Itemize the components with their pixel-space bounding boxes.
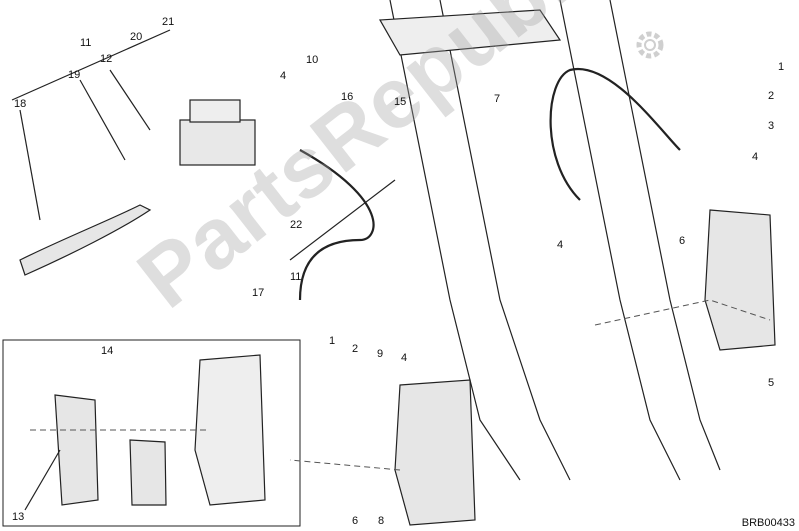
callout-5: 5 [768, 377, 775, 389]
callout-11b: 11 [290, 271, 302, 283]
callout-22: 22 [290, 219, 303, 231]
callout-6b: 6 [352, 515, 359, 527]
callout-1: 1 [778, 61, 785, 73]
gear-icon [636, 31, 664, 59]
callout-6: 6 [679, 235, 686, 247]
callout-11: 11 [80, 37, 92, 49]
callout-7: 7 [494, 93, 501, 105]
callout-16: 16 [341, 91, 354, 103]
callout-13: 13 [12, 511, 25, 523]
drawing-code: BRB00433 [741, 517, 795, 529]
callout-4: 4 [752, 151, 759, 163]
callout-2: 2 [768, 90, 775, 102]
callout-12: 12 [100, 53, 113, 65]
callout-3: 3 [768, 120, 775, 132]
callout-17: 17 [252, 287, 265, 299]
callout-10: 10 [306, 54, 319, 66]
callout-20: 20 [130, 31, 143, 43]
callout-2b: 2 [352, 343, 359, 355]
callout-8: 8 [378, 515, 385, 527]
callout-18: 18 [14, 98, 27, 110]
callout-15: 15 [394, 96, 407, 108]
callout-9: 9 [377, 348, 384, 360]
callout-14: 14 [101, 345, 114, 357]
callout-4b: 4 [280, 70, 287, 82]
callout-4d: 4 [557, 239, 564, 251]
callout-4c: 4 [401, 352, 408, 364]
callout-19: 19 [68, 69, 81, 81]
callout-1b: 1 [329, 335, 336, 347]
callout-21: 21 [162, 16, 175, 28]
